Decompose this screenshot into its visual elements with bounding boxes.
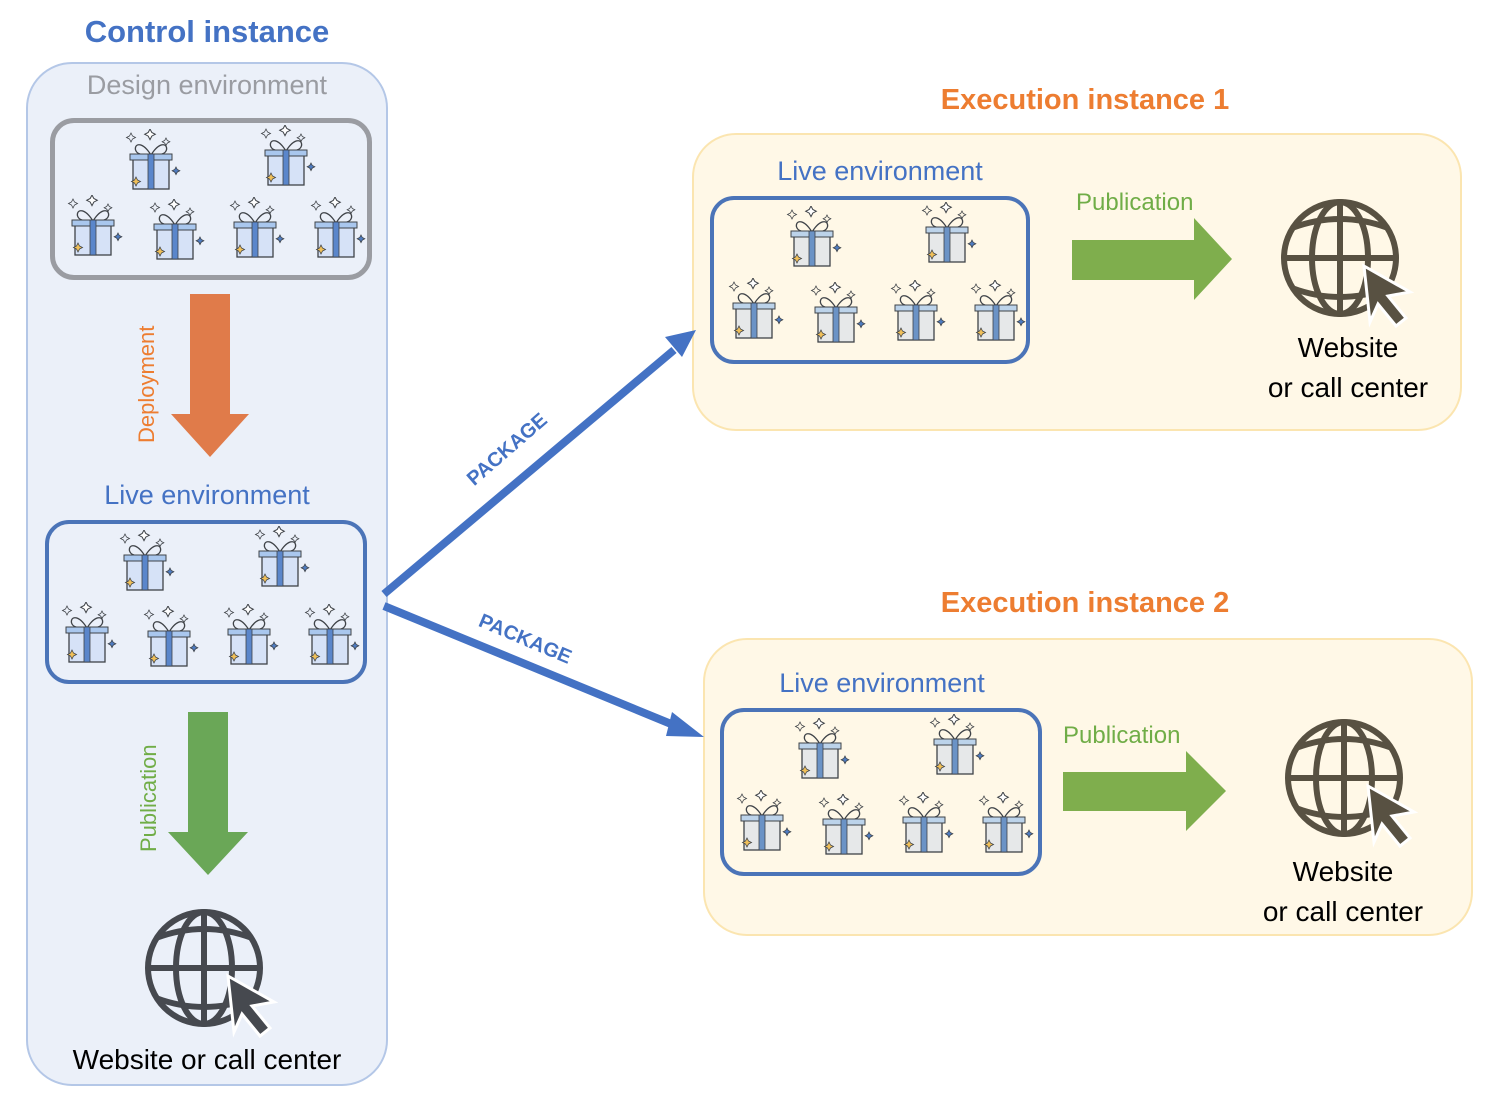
control-publication-arrow: [168, 712, 248, 875]
gift-box-icon: [927, 712, 987, 783]
gift-box-icon: [888, 278, 948, 349]
gift-box-icon: [726, 276, 786, 347]
exec2-publication-label: Publication: [1063, 722, 1181, 749]
package-arrow-2-head: [666, 712, 704, 737]
globe-cursor-icon: [1282, 716, 1419, 850]
exec1-publication-arrow: [1072, 218, 1232, 300]
exec2-live-environment-label: Live environment: [779, 668, 985, 698]
execution-instance-2-title: Execution instance 2: [940, 587, 1230, 619]
gift-box-icon: [784, 204, 844, 275]
control-live-environment-label: Live environment: [104, 480, 310, 510]
gift-box-icon: [258, 123, 318, 194]
gift-box-icon: [65, 193, 125, 264]
gift-box-icon: [816, 792, 876, 863]
gift-box-icon: [734, 788, 794, 859]
package-arrow-1-head: [665, 330, 696, 357]
execution-instance-1-title: Execution instance 1: [940, 84, 1230, 116]
gift-box-icon: [968, 278, 1028, 349]
exec1-endpoint-line2: or call center: [1267, 372, 1429, 403]
exec1-publication-label: Publication: [1076, 189, 1194, 216]
exec2-endpoint-line2: or call center: [1262, 896, 1424, 927]
gift-box-icon: [123, 127, 183, 198]
package-arrow-2-shaft: [382, 602, 678, 730]
gift-box-icon: [141, 604, 201, 675]
exec2-endpoint-line1: Website: [1292, 856, 1394, 887]
exec2-live-environment-box: [720, 708, 1042, 876]
deployment-arrow: [171, 294, 249, 457]
exec1-endpoint-line1: Website: [1297, 332, 1399, 363]
gift-box-icon: [919, 200, 979, 271]
control-instance-title: Control instance: [84, 14, 330, 49]
gift-box-icon: [808, 280, 868, 351]
exec1-live-environment-box: [710, 196, 1030, 364]
exec1-live-environment-label: Live environment: [777, 156, 983, 186]
gift-box-icon: [792, 716, 852, 787]
gift-box-icon: [59, 600, 119, 671]
gift-box-icon: [252, 524, 312, 595]
globe-cursor-icon: [1278, 196, 1415, 330]
control-endpoint-label: Website or call center: [72, 1044, 342, 1075]
design-environment-box: [50, 118, 372, 280]
gift-box-icon: [308, 195, 368, 266]
gift-box-icon: [147, 197, 207, 268]
exec2-publication-arrow: [1063, 751, 1226, 831]
gift-box-icon: [896, 790, 956, 861]
gift-box-icon: [976, 790, 1036, 861]
gift-box-icon: [117, 528, 177, 599]
gift-box-icon: [227, 195, 287, 266]
control-live-environment-box: [45, 520, 367, 684]
gift-box-icon: [302, 602, 362, 673]
design-environment-label: Design environment: [86, 70, 328, 100]
globe-cursor-icon: [142, 906, 279, 1040]
package-arrow-1-shaft: [381, 346, 677, 598]
gift-box-icon: [221, 602, 281, 673]
execution-instance-1-panel: [692, 133, 1462, 431]
